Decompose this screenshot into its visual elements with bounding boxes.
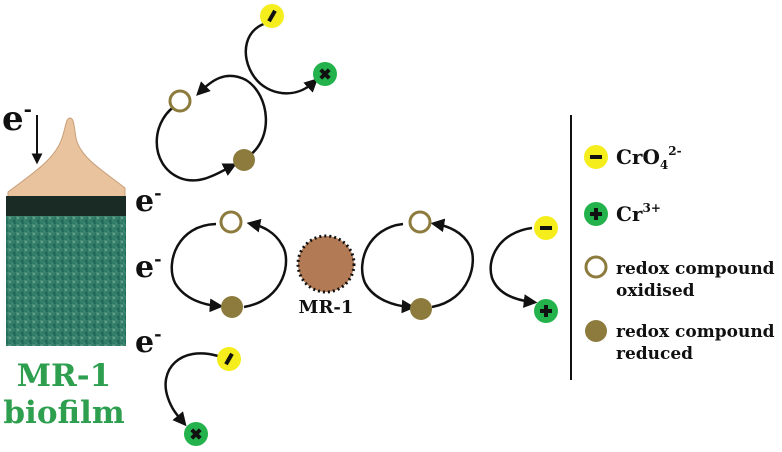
legend-oxidised: redox compound oxidised <box>584 255 775 301</box>
legend-reduced: redox compound reduced <box>585 320 775 364</box>
cr3-icon <box>313 62 337 86</box>
electron-input: e- <box>2 97 43 165</box>
legend-oxidised-line2: oxidised <box>616 281 695 301</box>
electron-label-middle: e- <box>135 249 162 285</box>
redox-reduced-circle <box>233 149 255 171</box>
redox-oxidised-circle <box>408 210 432 234</box>
legend-chromate-sup: 2- <box>668 144 681 158</box>
cr3-icon <box>184 422 208 446</box>
biofilm-label-line1: MR-1 <box>17 358 112 394</box>
redox-oxidised-circle <box>219 210 243 234</box>
cr3-icon <box>534 299 558 323</box>
biofilm-label-line2: biofilm <box>3 395 124 431</box>
mr1-cell-label: MR-1 <box>299 297 354 318</box>
svg-text:CrO42-: CrO42- <box>616 144 682 172</box>
oxidised-icon <box>584 255 608 279</box>
top-redox-cycle <box>155 4 337 182</box>
chromate-icon <box>584 145 608 169</box>
legend-chromate-sub: 4 <box>660 158 668 172</box>
redox-oxidised-circle <box>168 89 192 113</box>
chromate-icon <box>260 4 284 28</box>
legend-cr3-base: Cr <box>616 202 643 226</box>
legend-chromate: CrO42- <box>584 144 682 172</box>
cr3-icon <box>584 202 608 226</box>
redox-reduced-circle <box>221 296 243 318</box>
legend-reduced-line1: redox compound <box>616 322 775 342</box>
middle-right-redox-cycle <box>360 210 558 323</box>
electrode-tip <box>7 117 126 199</box>
middle-left-redox-cycle <box>170 210 288 318</box>
biofilm-electrode <box>6 117 126 346</box>
chromate-icon <box>217 347 241 371</box>
electron-label: e <box>2 99 24 139</box>
legend-oxidised-line1: redox compound <box>616 259 775 279</box>
redox-reduced-circle <box>410 298 432 320</box>
svg-text:e-: e- <box>2 97 32 139</box>
legend-cr3-sup: 3+ <box>642 201 660 215</box>
electron-label-top: e- <box>135 183 162 219</box>
bottom-direct-reduction <box>164 347 241 446</box>
chromate-icon <box>534 216 558 240</box>
electron-sup: - <box>24 97 32 121</box>
legend-chromate-base: CrO <box>616 145 660 169</box>
mr1-cell: MR-1 <box>296 234 356 318</box>
biofilm-body <box>6 216 126 346</box>
legend-reduced-line2: reduced <box>616 344 693 364</box>
electron-label-bottom: e- <box>135 324 162 360</box>
legend-cr3: Cr3+ <box>584 201 661 226</box>
svg-text:Cr3+: Cr3+ <box>616 201 661 226</box>
biofilm-dark-band <box>6 196 126 218</box>
reduced-icon <box>585 320 607 342</box>
